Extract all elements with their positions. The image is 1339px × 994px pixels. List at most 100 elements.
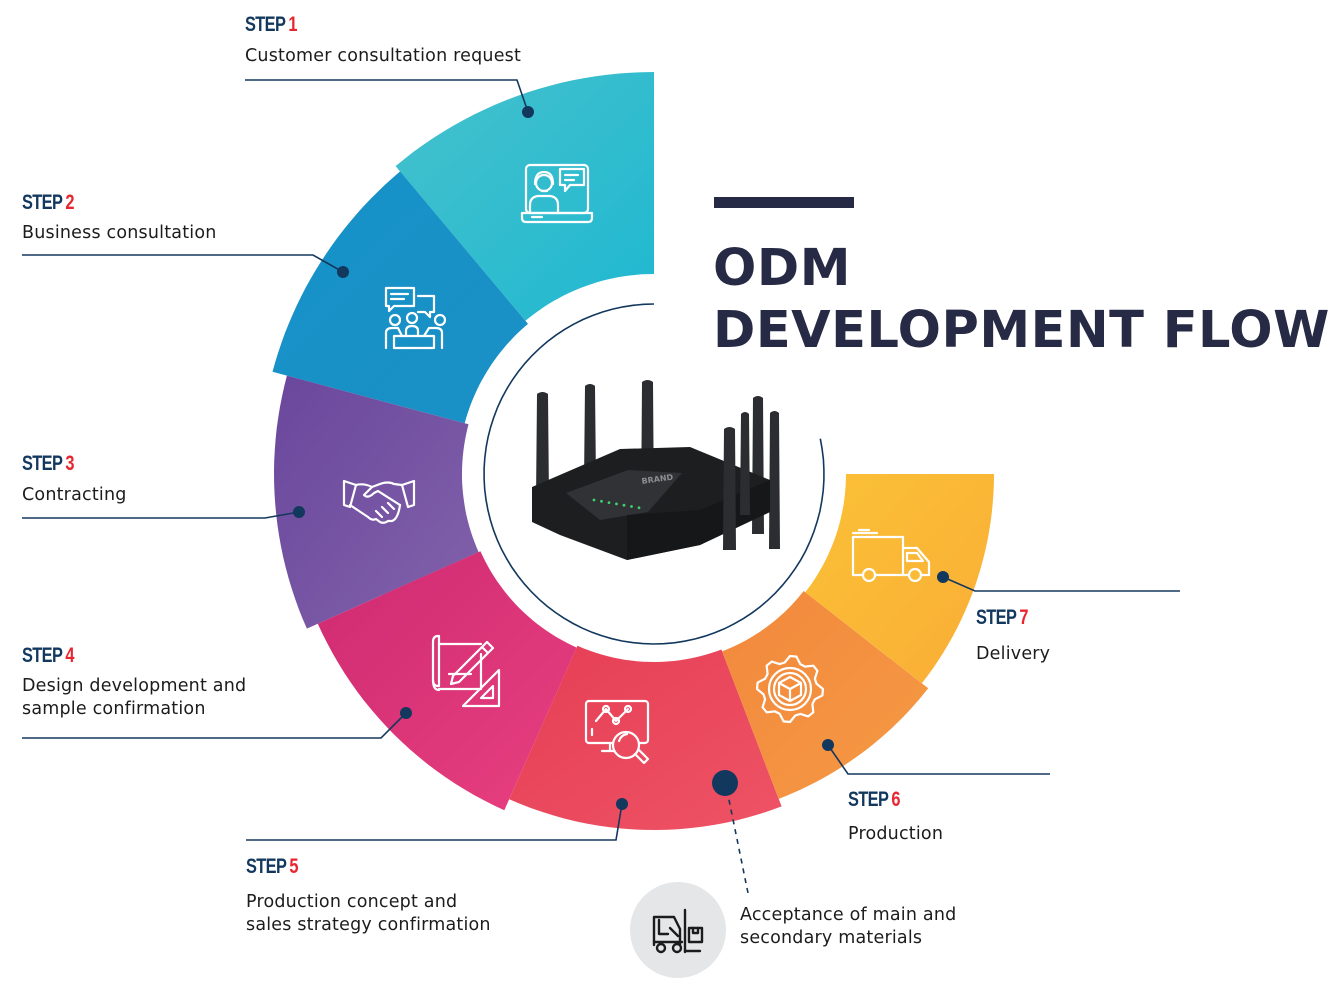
step-5-description: Production concept and sales strategy con…	[246, 891, 491, 937]
step-word: STEP	[246, 855, 287, 878]
video-call-support-icon	[520, 163, 594, 224]
step-2-connector	[22, 254, 349, 278]
status-led	[607, 501, 611, 504]
step-1-connector	[245, 79, 534, 118]
connector-dot	[937, 571, 949, 583]
leader-line	[827, 744, 1050, 775]
step-6-description: Production	[848, 823, 943, 846]
status-led	[637, 506, 641, 510]
step-1-segment	[395, 72, 654, 321]
status-led	[630, 505, 633, 508]
step-3-segment	[274, 375, 479, 629]
delivery-truck-icon	[851, 528, 931, 583]
step-number: 5	[289, 855, 298, 878]
step-word: STEP	[848, 788, 889, 811]
description-line: Production concept and	[246, 892, 458, 912]
step-word: STEP	[976, 606, 1017, 629]
connector-dot	[293, 506, 305, 518]
description-line: secondary materials	[740, 928, 923, 948]
description-line: Customer consultation request	[245, 46, 522, 66]
title-line-2: DEVELOPMENT FLOW	[713, 301, 1330, 360]
step-1-description: Customer consultation request	[245, 45, 521, 68]
step-2-segment	[272, 171, 528, 424]
analytics-magnifier-icon	[584, 699, 650, 765]
leader-line	[246, 803, 623, 841]
handshake-icon	[342, 479, 416, 524]
step-word: STEP	[22, 452, 63, 475]
antenna	[723, 427, 736, 550]
connector-dot	[822, 739, 834, 751]
step-3-description: Contracting	[22, 484, 127, 507]
page-title: ODM DEVELOPMENT FLOW	[713, 238, 1330, 362]
step-7-segment	[805, 474, 994, 684]
antenna	[769, 411, 780, 549]
step-number: 7	[1019, 606, 1028, 629]
leader-line	[22, 511, 300, 519]
title-accent-bar	[714, 197, 854, 208]
group-discussion-icon	[384, 286, 447, 350]
dashed-leader-line	[726, 789, 749, 894]
connector-dot	[337, 266, 349, 278]
step-number: 4	[65, 644, 74, 667]
step-3-connector	[22, 506, 305, 519]
step-number: 1	[288, 13, 297, 36]
leader-line	[245, 79, 529, 113]
center-ring-arc	[483, 303, 825, 645]
step-number: 6	[891, 788, 900, 811]
description-line: Business consultation	[22, 223, 217, 243]
connector-dot	[616, 798, 628, 810]
step-word: STEP	[245, 13, 286, 36]
router-brand-label: BRAND	[641, 473, 674, 486]
status-led	[592, 498, 596, 502]
description-line: Acceptance of main and	[740, 905, 957, 925]
step-7-connector	[937, 571, 1180, 592]
gear-box-icon	[755, 654, 825, 724]
connector-dot	[522, 106, 534, 118]
step-4-description: Design development and sample confirmatio…	[22, 675, 246, 721]
leader-line	[942, 576, 1180, 592]
description-line: Delivery	[976, 644, 1051, 664]
leader-line	[22, 254, 344, 273]
step-4-segment	[317, 551, 577, 811]
forklift-badge	[630, 882, 726, 978]
status-led	[600, 499, 603, 503]
material-acceptance-connector	[712, 770, 749, 894]
step-5-connector	[246, 798, 628, 841]
material-acceptance-description: Acceptance of main and secondary material…	[740, 904, 956, 950]
router-icon: BRAND	[532, 380, 780, 560]
description-line: sales strategy confirmation	[246, 915, 491, 935]
step-number: 2	[65, 191, 74, 214]
antenna	[536, 392, 549, 500]
step-7-description: Delivery	[976, 643, 1050, 666]
step-word: STEP	[22, 644, 63, 667]
step-number: 3	[65, 452, 74, 475]
leader-line	[22, 712, 407, 739]
step-4-connector	[22, 707, 412, 739]
status-led	[622, 503, 626, 507]
antenna	[584, 384, 596, 482]
step-6-segment	[722, 591, 929, 799]
step-2-description: Business consultation	[22, 222, 217, 245]
step-6-connector	[822, 739, 1050, 775]
description-line: Contracting	[22, 485, 127, 505]
antenna	[740, 412, 750, 515]
description-line: sample confirmation	[22, 699, 206, 719]
status-led	[615, 502, 618, 506]
description-line: Design development and	[22, 676, 247, 696]
step-word: STEP	[22, 191, 63, 214]
title-line-1: ODM	[713, 239, 851, 298]
blueprint-pencil-icon	[431, 634, 501, 708]
forklift-icon	[652, 908, 704, 954]
connector-dot	[400, 707, 412, 719]
description-line: Production	[848, 824, 944, 844]
milestone-dot	[712, 770, 738, 796]
